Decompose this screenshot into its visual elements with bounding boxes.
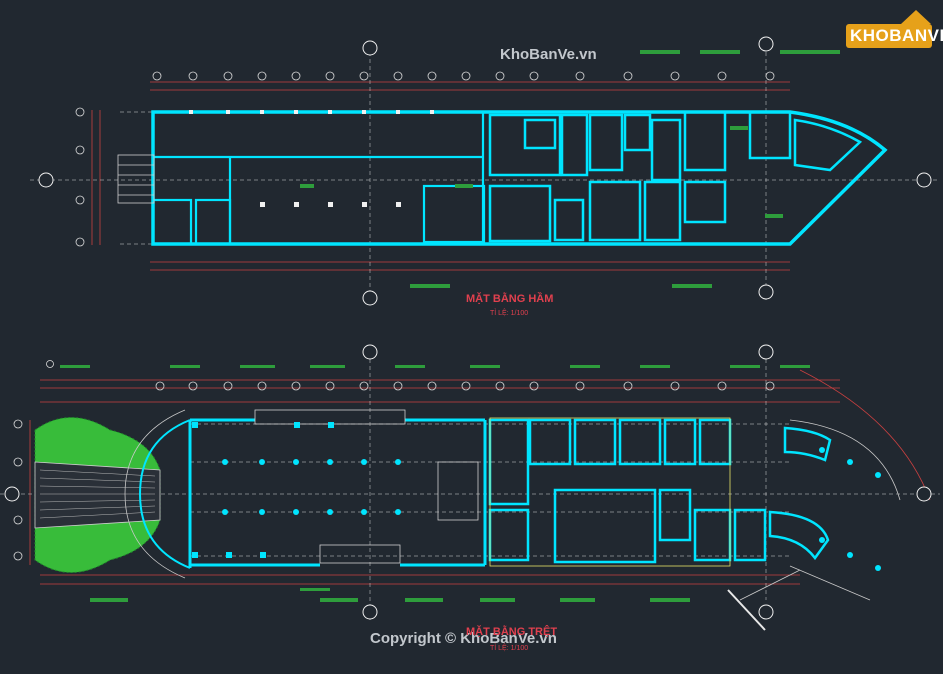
- ground-plan: [0, 344, 940, 631]
- roof-icon: [901, 10, 931, 24]
- basement-plan-title: MẶT BẰNG HẦM: [466, 293, 554, 305]
- ground-plan-title: MẶT BẰNG TRỆT: [466, 626, 558, 638]
- ground-plan-scale: TỈ LỆ: 1/100: [490, 645, 529, 652]
- basement-axis-bubbles: [75, 71, 775, 247]
- ground-axis-bubbles: [13, 360, 775, 561]
- basement-plan: [30, 36, 940, 306]
- khobanve-logo: KHOBANVE: [846, 10, 943, 50]
- logo-text: KHOBANVE: [850, 26, 943, 45]
- logo-box: [846, 24, 932, 48]
- watermark-top: KhoBanVe.vn: [500, 46, 597, 63]
- basement-plan-scale: TỈ LỆ: 1/100: [490, 310, 529, 317]
- watermark-bottom: Copyright © KhoBanVe.vn: [370, 630, 557, 647]
- landscape-garden: [34, 417, 161, 573]
